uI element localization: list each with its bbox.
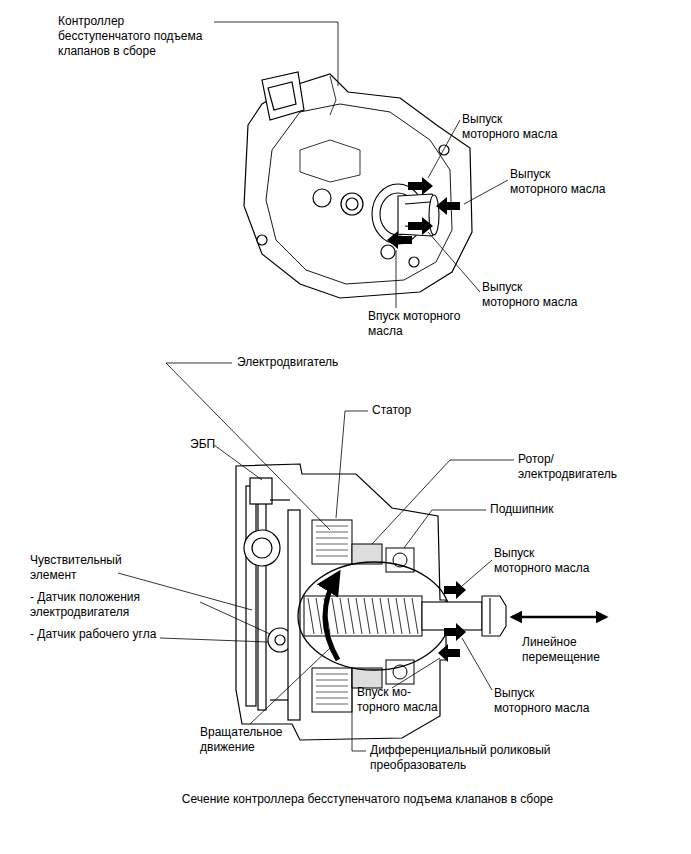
- callout-label: Впуск мо- торного масла: [357, 685, 447, 715]
- label-text: Вращательное движение: [200, 725, 283, 754]
- oil-flow-arrows: [387, 177, 460, 249]
- label-text: Дифференциальный роликовый преобразовате…: [370, 743, 551, 772]
- linear-arrow: [512, 617, 606, 618]
- callout-label: Выпуск моторного масла: [462, 112, 560, 142]
- caption: Сечение контроллера бесступенчатого подъ…: [4, 792, 691, 807]
- callout-label: ЭБП: [190, 437, 215, 452]
- label-text: Ротор/ электродвигатель: [518, 452, 617, 481]
- callout-label: Электродвигатель: [237, 355, 338, 370]
- oil-flow-arrows: [438, 581, 466, 662]
- callout-label: Подшипник: [490, 502, 553, 517]
- label-text: Выпуск моторного масла: [482, 280, 577, 309]
- label-text: Выпуск моторного масла: [494, 546, 589, 575]
- callout-label: Контроллер бесступенчатого подъема клапа…: [58, 14, 218, 59]
- callout-label: Ротор/ электродвигатель: [518, 452, 630, 482]
- label-text: Статор: [372, 403, 411, 417]
- callout-label: Вращательное движение: [200, 725, 300, 755]
- callout-label: Выпуск моторного масла: [482, 280, 580, 310]
- label-text: Впуск моторного масла: [368, 309, 460, 338]
- section-housing: [236, 464, 446, 740]
- callout-label: - Датчик рабочего угла: [30, 627, 156, 642]
- callout-label: Дифференциальный роликовый преобразовате…: [370, 743, 560, 773]
- label-text: Чувствительный элемент: [30, 553, 122, 582]
- callout-label: Выпуск моторного масла: [494, 546, 592, 576]
- label-text: Линейное перемещение: [522, 635, 600, 664]
- callout-label: Выпуск моторного масла: [494, 686, 592, 716]
- label-text: Электродвигатель: [237, 355, 338, 369]
- connector: [262, 72, 304, 120]
- callout-label: Чувствительный элемент: [30, 553, 142, 583]
- rotation-arrow: [325, 574, 338, 660]
- label-text: ЭБП: [190, 437, 215, 451]
- leader-lines: [118, 363, 514, 751]
- caption-text: Сечение контроллера бесступенчатого подъ…: [182, 792, 553, 806]
- controller-housing: [244, 72, 472, 298]
- label-text: Контроллер бесступенчатого подъема клапа…: [58, 14, 202, 58]
- shaft: [372, 184, 439, 244]
- label-text: Выпуск моторного масла: [462, 112, 557, 141]
- label-text: - Датчик положения электродвигателя: [30, 590, 140, 619]
- output-shaft: [422, 596, 506, 636]
- label-text: - Датчик рабочего угла: [30, 627, 156, 641]
- label-text: Подшипник: [490, 502, 553, 516]
- callout-label: - Датчик положения электродвигателя: [30, 590, 170, 620]
- callout-label: Выпуск моторного масла: [510, 167, 608, 197]
- circuit-board: [258, 482, 266, 710]
- label-text: Выпуск моторного масла: [494, 686, 589, 715]
- callout-label: Статор: [372, 403, 411, 418]
- connector: [250, 478, 272, 504]
- callout-label: Линейное перемещение: [522, 635, 622, 665]
- label-text: Впуск мо- торного масла: [357, 685, 438, 714]
- leader-lines: [214, 22, 508, 308]
- callout-label: Впуск моторного масла: [368, 309, 464, 339]
- label-text: Выпуск моторного масла: [510, 167, 605, 196]
